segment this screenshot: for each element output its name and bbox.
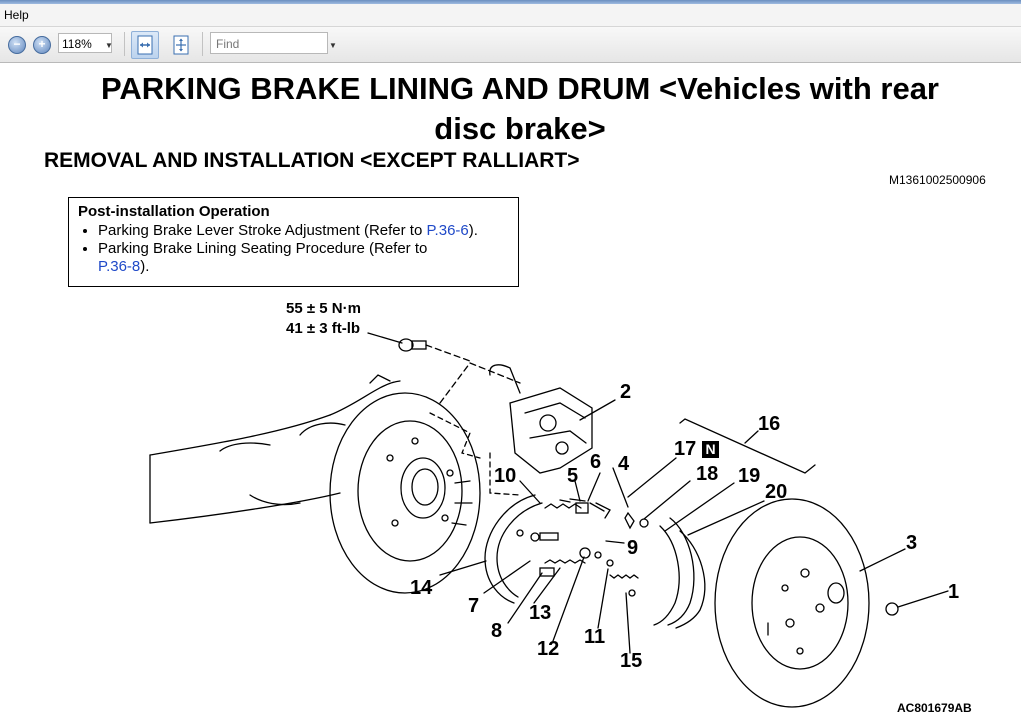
callout-9: 9 [627, 537, 639, 559]
torque-imperial: 41 ± 3 ft-lb [286, 320, 361, 337]
brake-exploded-diagram [149, 332, 949, 708]
toolbar-separator [124, 32, 125, 56]
zoom-out-icon[interactable]: − [8, 36, 26, 54]
callout-15: 15 [620, 650, 643, 672]
reference-link[interactable]: P.36-6 [426, 222, 469, 239]
title-line-1: PARKING BRAKE LINING AND DRUM <Vehicles … [101, 71, 939, 106]
zoom-dropdown-chevron-icon[interactable]: ▼ [105, 41, 113, 50]
toolbar: − + 118% ▼ Find ▼ [0, 27, 1021, 63]
title-line-2: disc brake> [434, 111, 606, 146]
fit-width-button[interactable] [131, 31, 159, 59]
callout-12: 12 [537, 638, 560, 660]
post-installation-heading: Post-installation Operation [78, 203, 270, 220]
fit-page-button[interactable] [167, 31, 195, 59]
menu-bar: Help [0, 4, 1021, 27]
list-item-text: Parking Brake Lever Stroke Adjustment (R… [98, 222, 427, 239]
zoom-level-input[interactable]: 118% [58, 33, 112, 53]
page-title: PARKING BRAKE LINING AND DRUM <Vehicles … [40, 69, 1000, 149]
callout-8: 8 [491, 620, 503, 642]
list-item: Parking Brake Lining Seating Procedure (… [98, 240, 509, 276]
figure-id: AC801679AB [897, 701, 972, 715]
list-item: Parking Brake Lever Stroke Adjustment (R… [98, 222, 509, 240]
callout-2: 2 [620, 381, 632, 403]
post-installation-list: Parking Brake Lever Stroke Adjustment (R… [78, 222, 509, 276]
document-page: PARKING BRAKE LINING AND DRUM <Vehicles … [0, 63, 1021, 715]
toolbar-separator [202, 32, 203, 56]
callout-11: 11 [584, 626, 606, 648]
section-subtitle: REMOVAL AND INSTALLATION <EXCEPT RALLIAR… [44, 149, 580, 172]
list-item-text: Parking Brake Lining Seating Procedure (… [98, 240, 428, 257]
callout-14: 14 [410, 577, 433, 599]
callout-18: 18 [696, 463, 719, 485]
torque-metric: 55 ± 5 N·m [286, 300, 361, 317]
callout-5: 5 [567, 465, 579, 487]
callout-10: 10 [494, 465, 517, 487]
post-installation-box: Post-installation Operation Parking Brak… [68, 197, 519, 287]
callout-20: 20 [765, 481, 788, 503]
window-title-strip [0, 0, 1021, 4]
list-item-text-end: ). [140, 258, 150, 275]
fit-page-icon [173, 35, 189, 55]
callout-7: 7 [468, 595, 480, 617]
find-input[interactable]: Find [210, 32, 328, 54]
callout-16: 16 [758, 413, 781, 435]
callout-13: 13 [529, 602, 552, 624]
reference-link[interactable]: P.36-8 [98, 258, 141, 275]
list-item-text-end: ). [468, 222, 478, 239]
fit-width-icon [137, 35, 153, 55]
callout-4: 4 [618, 453, 630, 475]
callout-19: 19 [738, 465, 761, 487]
menu-help[interactable]: Help [4, 8, 29, 22]
callout-1: 1 [948, 581, 960, 603]
document-id: M1361002500906 [889, 173, 986, 187]
find-dropdown-chevron-icon[interactable]: ▼ [329, 41, 337, 50]
callout-17: 17 [674, 438, 697, 460]
callout-6: 6 [590, 451, 602, 473]
zoom-in-icon[interactable]: + [33, 36, 51, 54]
callout-3: 3 [906, 532, 918, 554]
torque-spec: 55 ± 5 N·m 41 ± 3 ft-lb [286, 299, 361, 339]
n-badge-icon: N [702, 441, 719, 458]
